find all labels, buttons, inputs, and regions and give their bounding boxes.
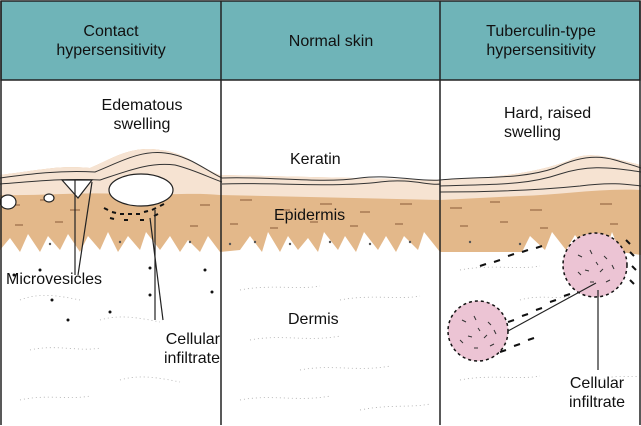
header-contact-hypersensitivity: Contact hypersensitivity: [6, 22, 216, 60]
label-microvesicles: Microvesicles: [6, 270, 102, 289]
microvesicle-2: [44, 194, 54, 202]
microvesicle-3: [0, 195, 16, 209]
edematous-vesicle: [109, 174, 173, 206]
label-dermis: Dermis: [288, 310, 339, 329]
dermis-texture: [20, 266, 641, 410]
infiltrate-upper: [563, 233, 627, 297]
label-edematous-swelling: Edematous swelling: [82, 96, 202, 134]
label-hard-raised-swelling: Hard, raised swelling: [504, 104, 614, 142]
label-keratin: Keratin: [290, 150, 341, 169]
infiltrate-lower: [448, 301, 508, 361]
label-cellular-infiltrate-right: Cellular infiltrate: [555, 374, 639, 412]
right-infiltrates: [448, 233, 636, 361]
label-epidermis: Epidermis: [274, 206, 345, 225]
header-tuberculin-hypersensitivity: Tuberculin-type hypersensitivity: [444, 22, 638, 60]
header-normal-skin: Normal skin: [225, 32, 437, 51]
label-cellular-infiltrate-left: Cellular infiltrate: [152, 330, 220, 368]
